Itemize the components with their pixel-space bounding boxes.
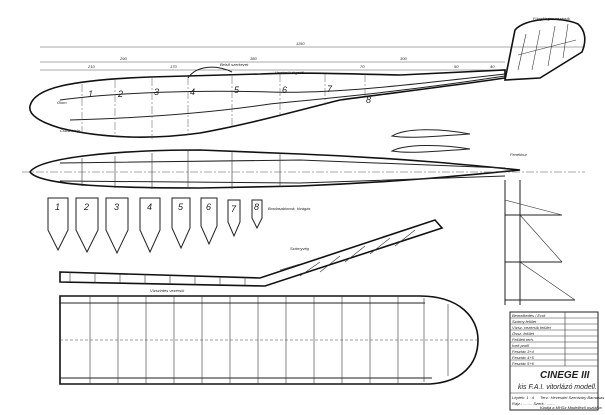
fuselage-upper-longeron: [59, 73, 506, 101]
station-label-3: 3: [154, 87, 159, 97]
stab-mount-elevation: [504, 180, 576, 305]
former-8: 8: [251, 199, 263, 230]
station-label-5: 5: [234, 85, 240, 95]
station-label-4: 4: [190, 87, 195, 97]
note-skid: Csúszótalp: [60, 128, 81, 133]
spec-line-5: Felületi terh.: [512, 337, 534, 342]
wing-tip-section: Szárnyvég: [59, 219, 444, 287]
overall-dimension-text: 1150: [296, 41, 305, 46]
scale-note: Lépték: 1 : 4: [512, 395, 535, 400]
dim-text-2: 380: [250, 56, 257, 61]
dim-text-6: 70: [360, 64, 365, 69]
dim-text-1: 290: [119, 56, 127, 61]
former-7: 7: [227, 199, 241, 238]
former-4: 4: [139, 197, 161, 254]
fuselage-top-view: Fenékhúr: [22, 149, 585, 189]
note-lead: Ólom: [57, 100, 67, 105]
fin-view: Függőleges vezérsík: [504, 16, 586, 81]
airfoil-section-2: [390, 144, 471, 153]
stab-mount-diagonals: [504, 199, 576, 301]
former-6: 6: [200, 197, 218, 246]
wing-pylon: [187, 66, 233, 79]
former-4-outline: [139, 197, 161, 254]
former-8-outline: [251, 199, 263, 230]
fin-ribs: [517, 23, 577, 71]
station-label-6: 6: [282, 85, 287, 95]
former-1: 1: [47, 197, 69, 252]
tailplane-label: Vízszintes vezérsík: [150, 288, 185, 293]
tailplane-outline: [59, 295, 479, 385]
dim-text-8: 40: [490, 64, 495, 69]
former-5-outline: [171, 197, 191, 250]
former-label-5: 5: [178, 202, 184, 212]
wing-panel-ribs: [69, 272, 246, 285]
model-name: CINEGE III: [540, 370, 590, 381]
note-internal: Belső szerkezet: [220, 62, 249, 67]
former-3-outline: [105, 197, 129, 255]
title-block-frame: [509, 311, 599, 411]
spec-line-3: Vízsz. vezérsík felület: [512, 325, 552, 330]
station-label-8: 8: [366, 95, 371, 105]
former-label-3: 3: [114, 202, 119, 212]
spec-line-1: Bemelkedés / Ecrit: [512, 313, 546, 318]
former-templates: 1 2 3 4 5 6 7 8 Bordasablonok,: [47, 197, 310, 255]
former-3: 3: [105, 197, 129, 255]
former-label-1: 1: [55, 202, 60, 212]
dimension-texts: 290 380 300 210 170 70 50 40: [87, 56, 495, 69]
fin-outline: [504, 18, 586, 81]
title-block: Bemelkedés / Ecrit Szárny felület Vízsz.…: [509, 311, 604, 411]
spec-line-8: Fesztáv 4+5: [512, 355, 535, 360]
former-label-4: 4: [147, 202, 152, 212]
spec-line-2: Szárny felület: [512, 319, 537, 324]
spec-line-9: Fesztáv 5+6: [512, 361, 535, 366]
former-label-2: 2: [83, 202, 89, 212]
footer-line-1: Rajz.: ........ Szerk.: ........: [512, 401, 556, 406]
stab-mount-posts: [504, 180, 521, 305]
fuselage-plan-longerons: [59, 159, 506, 184]
former-label-8: 8: [254, 202, 259, 212]
spec-table: Bemelkedés / Ecrit Szárny felület Vízsz.…: [510, 312, 598, 367]
former-5: 5: [171, 197, 191, 250]
note-tail-mount: Vezérsík rögzítő: [275, 70, 305, 75]
airfoil-section-1: [390, 129, 471, 138]
former-1-outline: [47, 197, 69, 252]
footer-line-2: Kiadja a MHSz Modellező osztálya: [540, 405, 602, 410]
former-label-6: 6: [206, 202, 211, 212]
airfoil-sections: [390, 129, 471, 153]
fin-label: Függőleges vezérsík: [533, 16, 571, 21]
fuselage-outline: [29, 69, 506, 138]
former-7-outline: [227, 199, 241, 238]
fuselage-plan-outline: [29, 149, 521, 189]
station-label-2: 2: [117, 89, 123, 99]
dim-text-5: 170: [170, 64, 177, 69]
model-subtitle: kis F.A.I. vitorlázó modell.: [518, 384, 597, 391]
dim-text-3: 300: [400, 56, 407, 61]
top-view-frames: [81, 151, 281, 189]
fuselage-side-view: 1150 1 2 3 4 5 6 7 8 Ólom Csúszótalp Vez…: [29, 41, 585, 139]
wing-tip-ribs: [279, 229, 416, 277]
spec-line-7: Fesztáv 3+4: [512, 349, 535, 354]
station-label-7: 7: [327, 84, 333, 94]
dim-text-4: 210: [87, 64, 95, 69]
wing-tip-outline: [59, 219, 444, 287]
spec-line-6: Ívelt profil: [512, 343, 529, 348]
tailplane-plan-view: Vízszintes vezérsík: [59, 288, 479, 385]
designer-note: Terv.: Hevesdei Szentváry Barnasas: [540, 395, 604, 400]
station-label-1: 1: [88, 89, 93, 99]
former-2-outline: [75, 197, 99, 254]
former-note: Bordasablonok, kivágás: [268, 206, 310, 211]
former-6-outline: [200, 197, 218, 246]
former-label-7: 7: [231, 204, 237, 214]
dim-text-7: 50: [454, 64, 459, 69]
wing-tip-label: Szárnyvég: [290, 246, 310, 251]
fuselage-lower-longeron: [69, 75, 506, 121]
tail-mount-note: Fenékhúr: [510, 152, 528, 157]
stab-mount-bars: [505, 214, 575, 301]
fuselage-stations: [81, 74, 366, 139]
former-2: 2: [75, 197, 99, 254]
spec-line-4: Össz. felület: [512, 331, 535, 336]
